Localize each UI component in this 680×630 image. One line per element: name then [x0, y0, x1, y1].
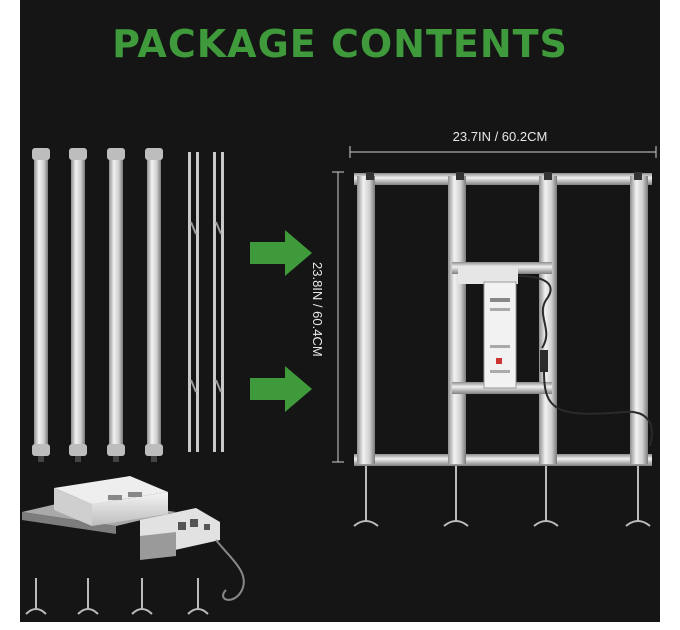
width-dimension: 23.7IN / 60.2CM: [349, 129, 657, 158]
light-bar-set: [32, 148, 163, 462]
package-illustration: 23.7IN / 60.2CM 23.8IN / 60.4CM: [22, 129, 657, 615]
height-label: 23.8IN / 60.4CM: [310, 262, 325, 357]
fixture-hanger: [443, 466, 469, 527]
hanging-hook: [25, 578, 47, 615]
fixture-bar: [357, 176, 375, 464]
driver-mount: [452, 262, 653, 447]
fixture-bar: [539, 176, 557, 464]
page-title: PACKAGE CONTENTS: [112, 22, 568, 66]
light-bar: [145, 148, 163, 462]
fixture-hanger: [625, 466, 651, 527]
hanging-hook: [131, 578, 153, 615]
light-bar: [107, 148, 125, 462]
support-rail: [188, 152, 199, 452]
fixture-hanger: [533, 466, 559, 527]
driver-with-brackets: [22, 476, 245, 601]
support-rail: [213, 152, 224, 452]
green-right-arrow-icon: [250, 230, 312, 276]
fixture-hanger-set: [353, 466, 651, 527]
product-panel: PACKAGE CONTENTS: [20, 0, 660, 630]
fixture-bar: [448, 176, 466, 464]
fixture-bar: [630, 176, 648, 464]
hanging-hook-set: [25, 578, 209, 615]
bottom-strip: [20, 622, 660, 630]
width-label: 23.7IN / 60.2CM: [453, 129, 548, 144]
hanging-hook: [77, 578, 99, 615]
light-bar: [32, 148, 50, 462]
support-rail-set: [188, 152, 224, 452]
height-dimension: 23.8IN / 60.4CM: [310, 171, 344, 463]
light-bar: [69, 148, 87, 462]
assembled-fixture: [353, 172, 653, 527]
hanging-hook: [187, 578, 209, 615]
fixture-hanger: [353, 466, 379, 527]
green-right-arrow-icon: [250, 366, 312, 412]
